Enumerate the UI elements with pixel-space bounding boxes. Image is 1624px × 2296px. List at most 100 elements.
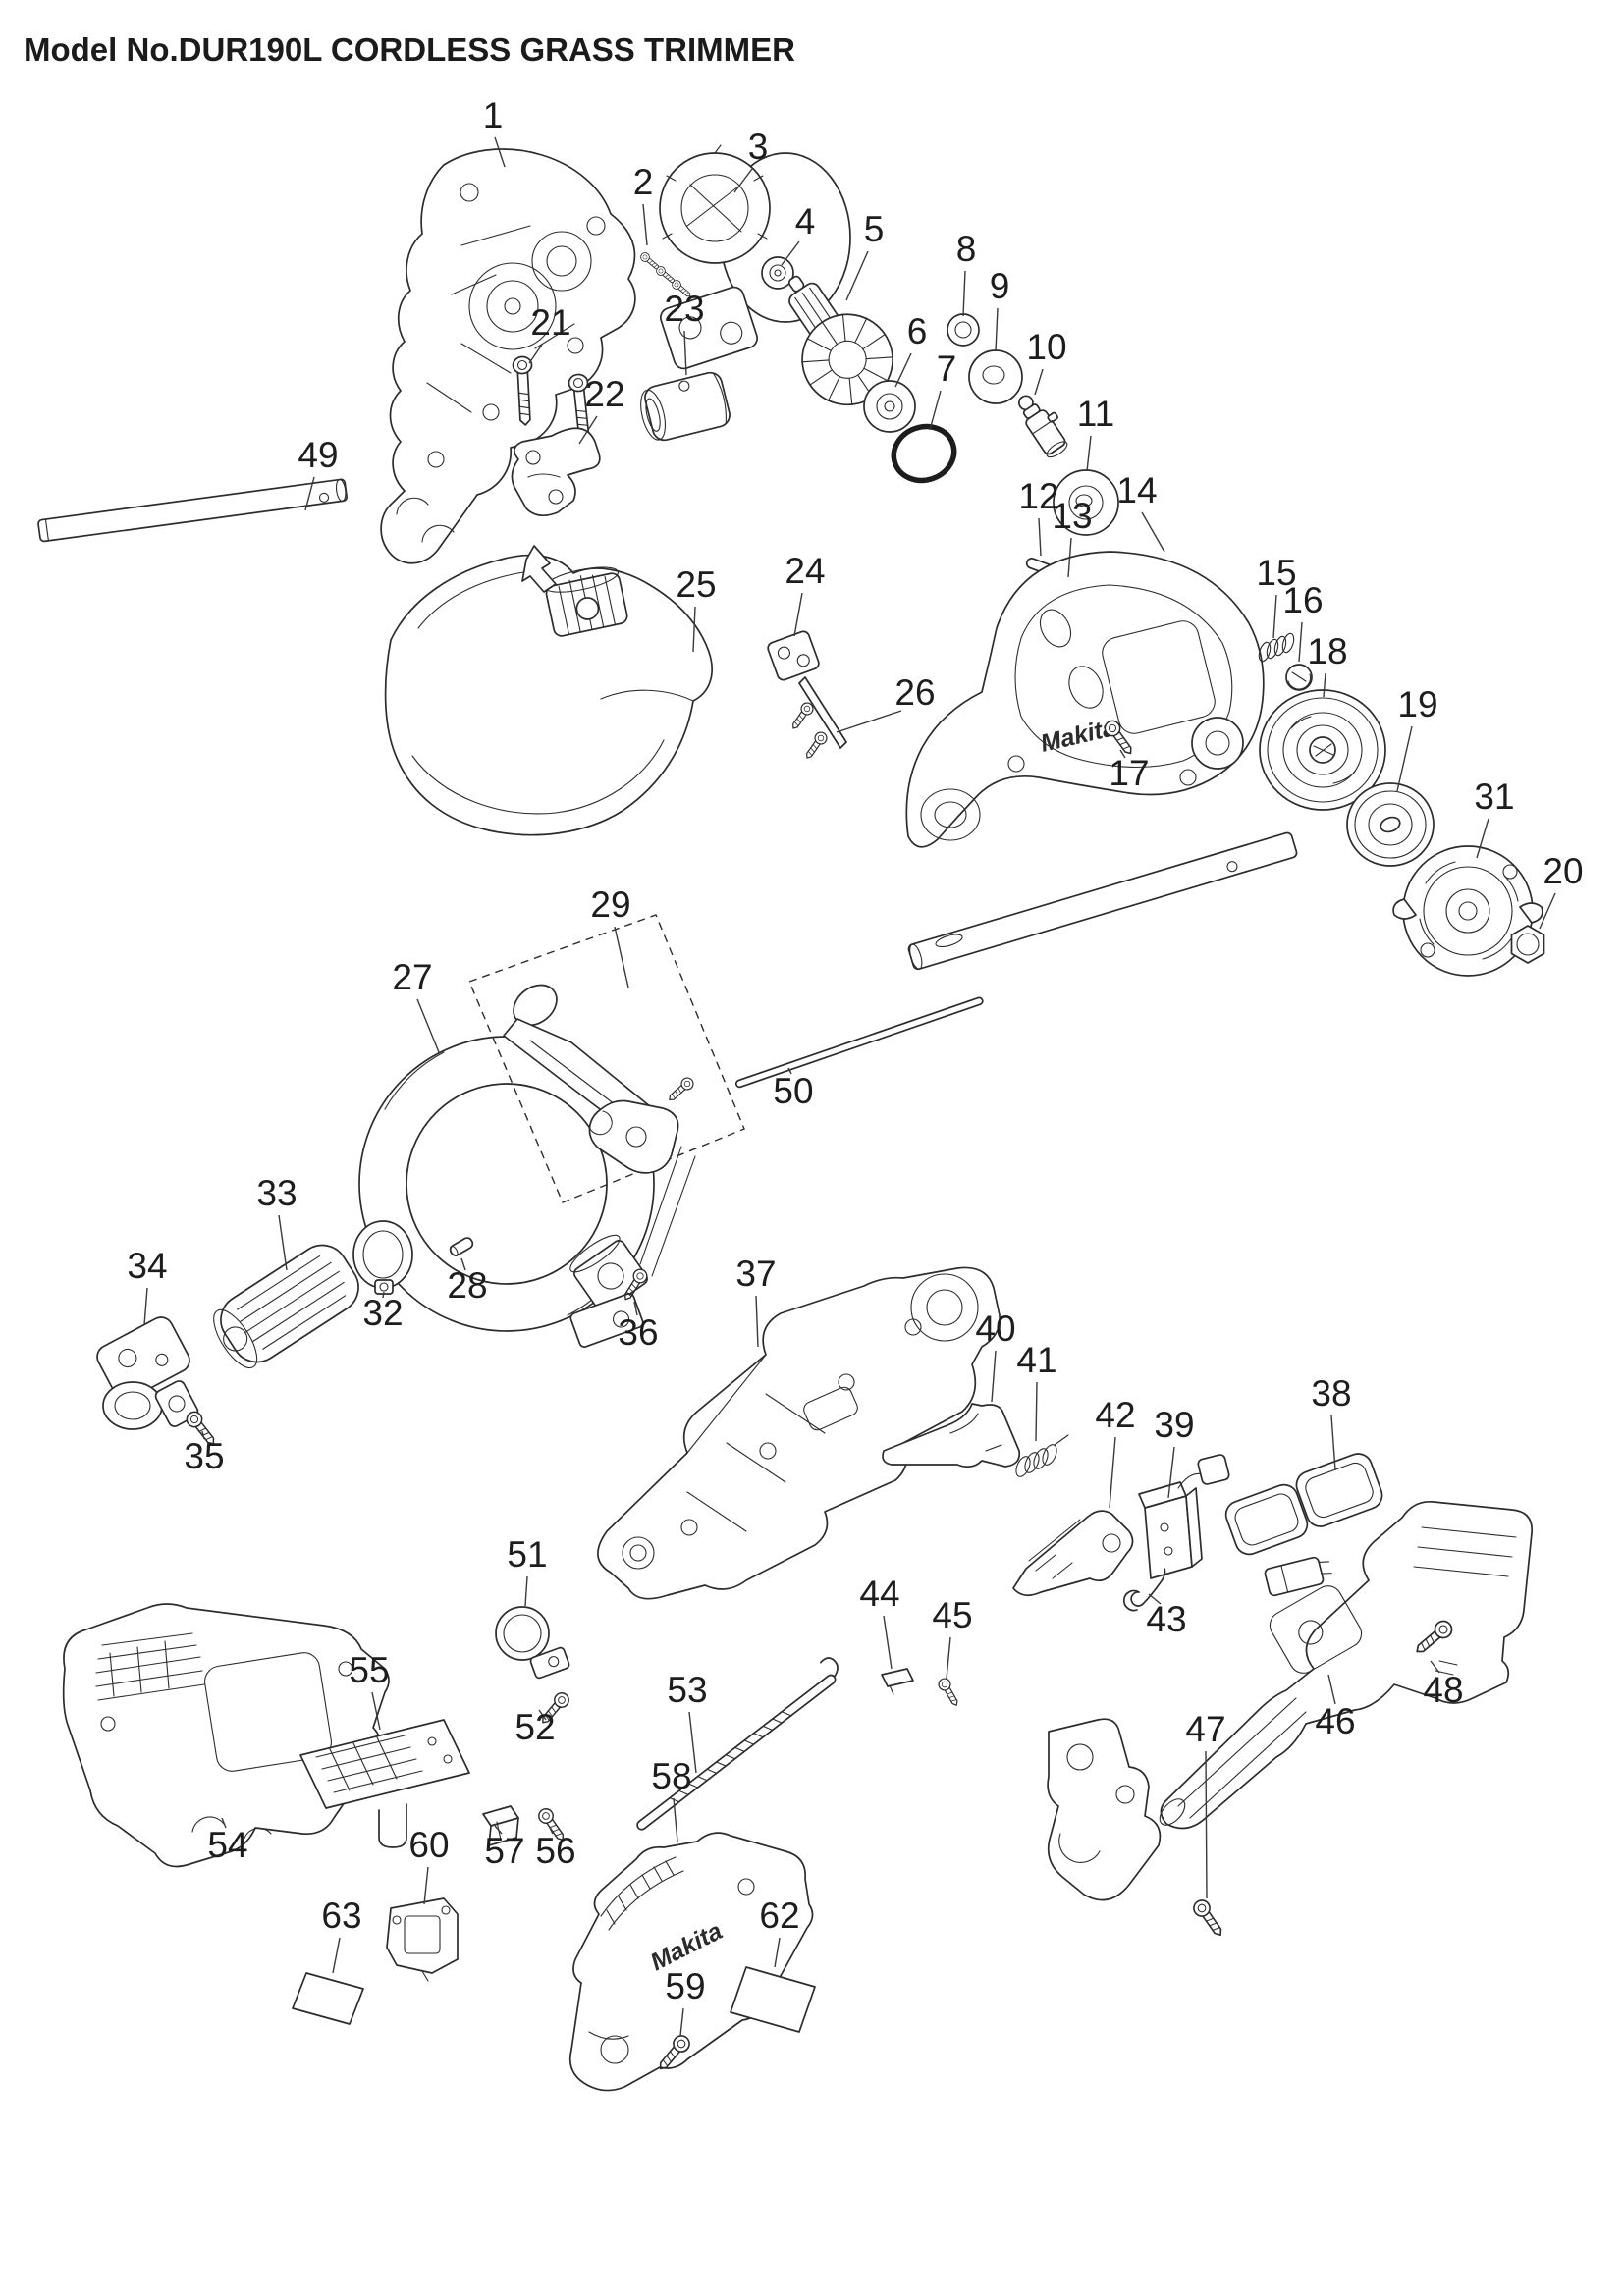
part-label-40: 40 (975, 1308, 1015, 1349)
part-label-1: 1 (483, 95, 504, 135)
part-45-screw (936, 1676, 962, 1709)
part-label-38: 38 (1311, 1373, 1351, 1414)
part-label-22: 22 (584, 374, 624, 414)
part-label-24: 24 (785, 551, 825, 591)
part-label-62: 62 (759, 1896, 799, 1936)
page-title: Model No.DUR190L CORDLESS GRASS TRIMMER (24, 31, 795, 68)
part-label-58: 58 (651, 1756, 691, 1796)
part-4-bearing (761, 256, 794, 290)
part-label-33: 33 (256, 1173, 297, 1213)
part-28-pin (449, 1237, 474, 1257)
part-57-clip (482, 1805, 519, 1846)
part-label-21: 21 (530, 302, 570, 343)
part-label-27: 27 (392, 957, 432, 997)
part-label-2: 2 (633, 162, 654, 202)
part-62-label-sticker (730, 1966, 816, 2033)
part-53-flexible-shaft (636, 1657, 839, 1831)
direction-arrow (521, 545, 557, 593)
part-label-15: 15 (1256, 553, 1296, 593)
part-label-43: 43 (1146, 1599, 1186, 1639)
part-label-9: 9 (990, 266, 1010, 306)
part-5-armature (787, 275, 894, 414)
leader-lines (143, 136, 1556, 2037)
part-label-11: 11 (1077, 394, 1114, 434)
pipe-tube (907, 831, 1298, 971)
part-39-switch (1138, 1454, 1230, 1579)
part-29-clamp-lever-assembly (468, 914, 745, 1203)
part-label-16: 16 (1282, 580, 1323, 620)
part-label-52: 52 (514, 1707, 555, 1747)
part-label-10: 10 (1026, 327, 1066, 367)
part-7-o-ring (891, 423, 957, 484)
part-label-46: 46 (1315, 1701, 1355, 1741)
part-20-nut (1510, 925, 1545, 964)
part-31-spool-housing (1392, 845, 1543, 977)
part-label-17: 17 (1109, 753, 1149, 793)
part-10-spindle (1018, 395, 1068, 458)
part-label-13: 13 (1052, 496, 1092, 536)
part-label-23: 23 (664, 289, 704, 329)
part-label-4: 4 (795, 201, 816, 241)
part-label-42: 42 (1095, 1395, 1135, 1435)
part-label-44: 44 (859, 1574, 899, 1614)
part-label-51: 51 (507, 1534, 547, 1575)
part-18-disc (1259, 689, 1386, 811)
part-label-18: 18 (1307, 631, 1347, 671)
part-27-loop-handle (358, 1036, 696, 1348)
part-58-cover: Makita (568, 1832, 814, 2092)
part-47-screw (1189, 1896, 1228, 1941)
part-label-7: 7 (937, 348, 957, 389)
part-label-50: 50 (773, 1071, 813, 1111)
part-label-29: 29 (590, 884, 630, 925)
part-37-handle-housing (597, 1266, 1001, 1600)
part-51-clamp (495, 1606, 570, 1680)
part-40-lock-lever (882, 1403, 1021, 1468)
part-16-cap (1285, 664, 1313, 691)
part-14-gear-housing: Makita (905, 551, 1265, 848)
part-3-stator-ring (659, 144, 851, 370)
part-label-14: 14 (1116, 470, 1157, 510)
part-label-54: 54 (207, 1825, 247, 1865)
part-label-60: 60 (408, 1825, 449, 1865)
part-41-spring (1015, 1434, 1069, 1477)
part-label-47: 47 (1185, 1709, 1225, 1749)
part-32-clamp-ring (352, 1220, 413, 1295)
part-42-trigger-lever (1012, 1510, 1134, 1597)
part-label-55: 55 (349, 1650, 389, 1690)
part-label-8: 8 (956, 229, 977, 269)
part-25-guard (384, 545, 713, 836)
part-label-32: 32 (362, 1293, 403, 1333)
part-label-56: 56 (535, 1831, 575, 1871)
part-63-label-sticker (292, 1972, 364, 2025)
part-34-clamp (96, 1316, 199, 1430)
part-label-26: 26 (894, 672, 935, 713)
part-label-31: 31 (1474, 776, 1514, 817)
part-label-34: 34 (127, 1246, 167, 1286)
part-label-59: 59 (665, 1966, 705, 2006)
part-23-sleeve (640, 371, 731, 442)
part-8-bearing (947, 313, 980, 347)
part-22-bracket (511, 427, 601, 517)
part-label-63: 63 (321, 1896, 361, 1936)
part-label-19: 19 (1397, 684, 1437, 724)
parts-artwork: Makita (37, 144, 1545, 2092)
part-46-handle-housing (1047, 1500, 1533, 1901)
part-label-6: 6 (907, 311, 928, 351)
part-24-bracket (767, 630, 847, 749)
part-label-53: 53 (667, 1670, 707, 1710)
part-38-key-pads (1224, 1453, 1383, 1597)
part-43-wire-spring (1122, 1568, 1166, 1612)
part-label-37: 37 (735, 1254, 776, 1294)
part-label-36: 36 (618, 1312, 658, 1353)
part-label-28: 28 (447, 1265, 487, 1306)
part-label-45: 45 (932, 1595, 972, 1635)
part-15-spring (1258, 632, 1295, 663)
part-labels: 1 2 3 4 5 6 7 8 9 10 11 12 13 14 15 16 1… (127, 95, 1583, 2006)
part-label-3: 3 (748, 127, 769, 167)
part-6-bearing (863, 380, 916, 433)
part-label-5: 5 (864, 209, 885, 249)
part-label-49: 49 (298, 435, 338, 475)
part-33-grip (213, 1244, 359, 1369)
